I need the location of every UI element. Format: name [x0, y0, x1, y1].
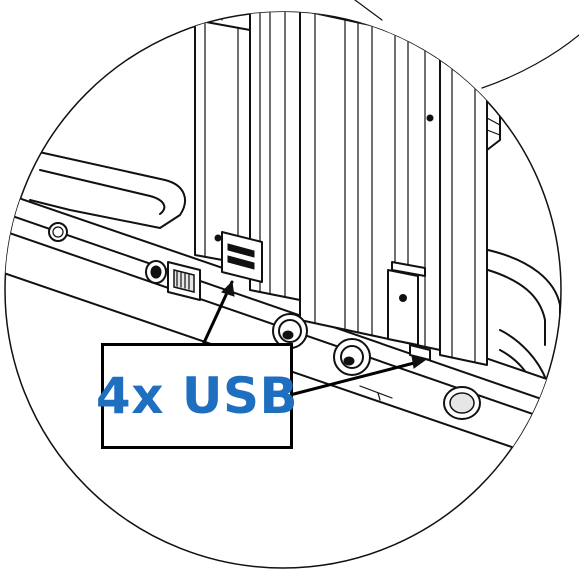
- usb-callout-label: 4x USB: [95, 367, 299, 425]
- usb-callout-box: 4x USB: [96, 343, 298, 449]
- mounting-bracket: [387, 261, 431, 361]
- small-knob: [145, 260, 167, 284]
- zoom-connector-lines: [354, 0, 579, 89]
- round-button: [443, 386, 481, 420]
- left-housing: [29, 149, 186, 229]
- ethernet-port: [167, 261, 201, 301]
- usb-port-cluster: [221, 231, 263, 283]
- panel-screw: [48, 222, 68, 242]
- round-connector-2: [333, 338, 371, 376]
- device-drawing: [5, 12, 561, 471]
